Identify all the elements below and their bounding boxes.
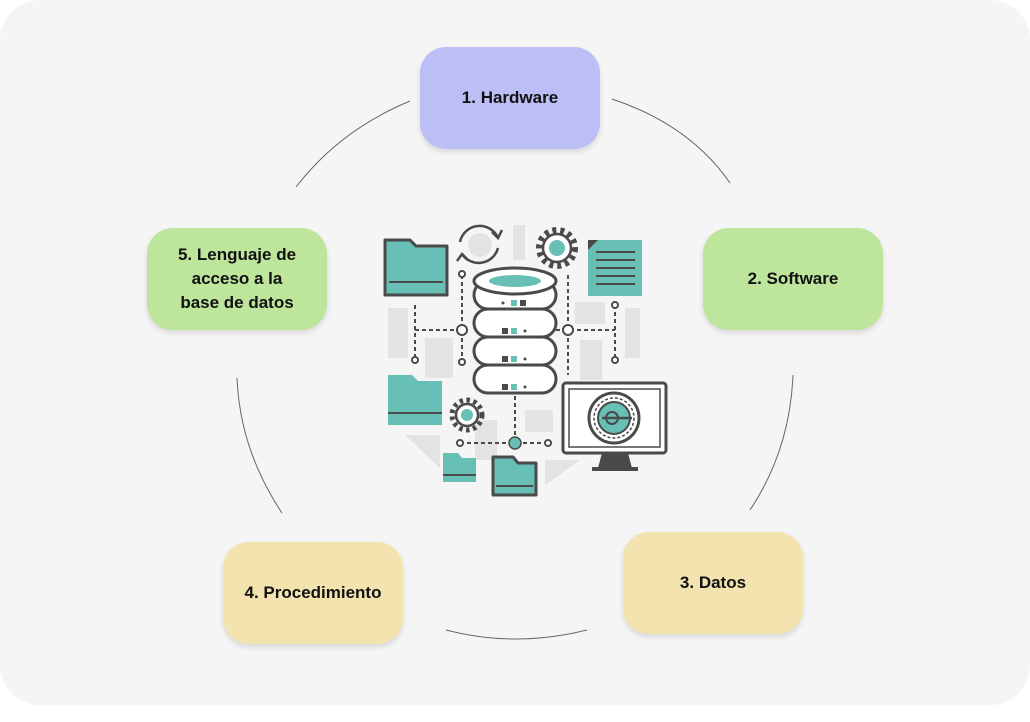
ring-arc-datos-procedimiento xyxy=(445,629,588,640)
database-stack xyxy=(472,266,558,395)
folder-icon-middle-left xyxy=(388,375,442,425)
document-icon xyxy=(588,240,642,296)
node-lenguaje-acceso: 5. Lenguaje de acceso a la base de datos xyxy=(147,228,327,330)
folder-icon-small xyxy=(443,453,476,482)
ring-arc-lenguaje-hardware xyxy=(295,100,411,188)
node-hardware: 1. Hardware xyxy=(420,47,600,149)
gear-icon-bottom xyxy=(449,397,485,433)
gear-icon-top xyxy=(536,227,578,269)
ring-arc-hardware-software xyxy=(611,98,731,184)
ring-arc-procedimiento-lenguaje xyxy=(236,377,283,514)
cycle-ring xyxy=(236,98,794,640)
database-server-icon xyxy=(383,224,668,497)
sync-icon xyxy=(455,224,504,265)
diagram-canvas: 1. Hardware 2. Software 3. Datos 4. Proc… xyxy=(147,47,883,644)
connector-bottom xyxy=(460,396,548,444)
folder-icon-bottom xyxy=(491,455,538,497)
background-blocks xyxy=(388,225,640,485)
node-datos: 3. Datos xyxy=(623,532,803,634)
node-procedimiento: 4. Procedimiento xyxy=(223,542,403,644)
node-software: 2. Software xyxy=(703,228,883,330)
folder-icon-top-left xyxy=(383,238,449,297)
monitor-icon xyxy=(561,381,668,471)
ring-arc-software-datos xyxy=(749,374,794,511)
